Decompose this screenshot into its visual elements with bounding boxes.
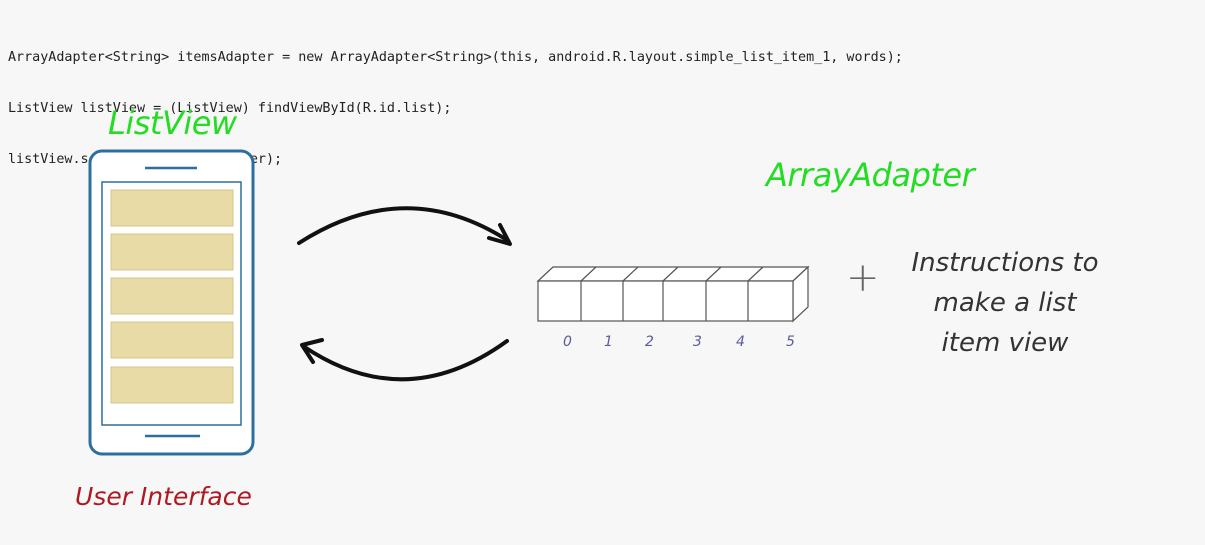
listview-title: ListView <box>108 104 237 142</box>
user-interface-label: User Interface <box>75 482 252 511</box>
array-index: 0 <box>563 334 572 350</box>
code-line-1: ArrayAdapter<String> itemsAdapter = new … <box>8 50 903 65</box>
arrayadapter-title: ArrayAdapter <box>766 156 975 194</box>
array-index: 5 <box>786 334 795 350</box>
array-index: 4 <box>736 334 745 350</box>
list-item-5 <box>110 366 234 404</box>
arrow-to-adapter <box>297 206 512 246</box>
instructions-line-3: item view <box>941 328 1069 358</box>
code-line-2: ListView listView = (ListView) findViewB… <box>8 101 452 116</box>
instructions-line-2: make a list <box>933 288 1077 318</box>
arrow-to-listview <box>300 338 509 382</box>
instructions-text: Instructions to make a list item view <box>895 243 1115 363</box>
phone-illustration <box>88 149 255 456</box>
list-item-4 <box>110 321 234 359</box>
plus-sign: + <box>846 255 880 301</box>
list-item-3 <box>110 277 234 315</box>
list-item-2 <box>110 233 234 271</box>
array-index: 2 <box>645 334 654 350</box>
array-index: 1 <box>604 334 613 350</box>
array-illustration <box>536 265 810 323</box>
list-item-1 <box>110 189 234 227</box>
array-index: 3 <box>693 334 702 350</box>
instructions-line-1: Instructions to <box>911 248 1099 278</box>
